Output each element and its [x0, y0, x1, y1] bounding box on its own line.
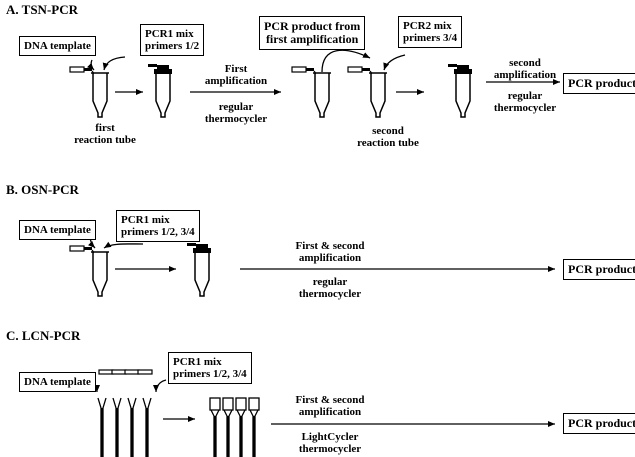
- mix-arrow-a: [102, 56, 126, 71]
- osn-reaction-tube: [69, 245, 110, 297]
- first-second-amplification-label-b: First & second amplification: [285, 240, 375, 264]
- second-amp-line2: amplification: [493, 69, 557, 81]
- second-reaction-tube: [347, 66, 388, 118]
- first-tube-line2: reaction tube: [74, 134, 136, 146]
- pcr1-mix-label-c: PCR1 mix: [173, 356, 222, 368]
- regular-thermocycler-label-b: regular thermocycler: [285, 276, 375, 300]
- lightcycler-thermocycler-label: LightCycler thermocycler: [285, 431, 375, 455]
- regular-thermocycler-label-a2: regular thermocycler: [490, 90, 560, 114]
- osn-closed-tube: [186, 242, 212, 297]
- pcr1-primers-label: primers 1/2: [145, 40, 200, 52]
- pcr1-primers-label-c: primers 1/2, 3/4: [173, 368, 247, 380]
- second-amplification-label: second amplification: [490, 57, 560, 81]
- first-amp-line1: First: [224, 63, 248, 75]
- section-b-heading: B. OSN-PCR: [6, 182, 79, 197]
- product-from-first-box: PCR product from first amplification: [259, 16, 366, 50]
- pcr-product-box-b: PCR product: [563, 259, 635, 280]
- pcr1-mix-box-a: PCR1 mix primers 1/2: [140, 24, 205, 56]
- dna-template-box-c: DNA template: [19, 372, 96, 392]
- product-transfer-arrow: [321, 49, 371, 73]
- regular2-line1: regular: [507, 90, 543, 102]
- pcr2-mix-label: PCR2 mix: [403, 20, 452, 32]
- amp-b-line1: First & second: [295, 240, 365, 252]
- dna-template-box-b: DNA template: [19, 220, 96, 240]
- regular2-line2: thermocycler: [493, 102, 557, 114]
- first-closed-tube: [147, 63, 173, 118]
- pcr1-mix-label-b: PCR1 mix: [121, 214, 170, 226]
- pcr1-mix-label: PCR1 mix: [145, 28, 194, 40]
- regular-b-line1: regular: [312, 276, 348, 288]
- template-arrow-a: [86, 59, 95, 71]
- amp-c-line1: First & second: [295, 394, 365, 406]
- first-reaction-tube-label: first reaction tube: [70, 122, 140, 146]
- regular-thermocycler-label-a1: regular thermocycler: [196, 101, 276, 125]
- pcr1-mix-box-c: PCR1 mix primers 1/2, 3/4: [168, 352, 252, 384]
- pcr2-mix-box: PCR2 mix primers 3/4: [398, 16, 463, 48]
- second-tube-line1: second: [372, 125, 404, 137]
- pcr2-primers-label: primers 3/4: [403, 32, 458, 44]
- section-c-heading: C. LCN-PCR: [6, 328, 81, 343]
- amp-c-line2: amplification: [298, 406, 362, 418]
- first-tube-line1: first: [95, 122, 115, 134]
- closed-capillaries: [209, 397, 260, 457]
- first-second-amplification-label-c: First & second amplification: [285, 394, 375, 418]
- pcr-product-box-a: PCR product: [563, 73, 635, 94]
- section-a-heading: A. TSN-PCR: [6, 2, 78, 17]
- capillary-caps-row: [98, 369, 153, 375]
- pcr1-primers-label-b: primers 1/2, 3/4: [121, 226, 195, 238]
- first-reaction-tube: [69, 66, 110, 118]
- first-amplification-label: First amplification: [196, 63, 276, 87]
- regular-b-line2: thermocycler: [298, 288, 362, 300]
- regular-line1: regular: [218, 101, 254, 113]
- product-from-line2: first amplification: [265, 32, 359, 46]
- mix-arrow-c: [153, 379, 167, 393]
- dna-template-box-a: DNA template: [19, 36, 96, 56]
- pcr1-mix-box-b: PCR1 mix primers 1/2, 3/4: [116, 210, 200, 242]
- second-reaction-tube-label: second reaction tube: [350, 125, 426, 149]
- pcr-product-box-c: PCR product: [563, 413, 635, 434]
- cycler-line2: thermocycler: [298, 443, 362, 455]
- second-tube-line2: reaction tube: [357, 137, 419, 149]
- mix2-arrow-a: [383, 54, 406, 71]
- second-closed-tube: [447, 63, 473, 118]
- amp-b-line2: amplification: [298, 252, 362, 264]
- mix-arrow-b: [103, 241, 144, 249]
- first-amp-line2: amplification: [204, 75, 268, 87]
- second-amp-line1: second: [509, 57, 541, 69]
- product-tube: [291, 66, 332, 118]
- cycler-line1: LightCycler: [301, 431, 359, 443]
- regular-line2: thermocycler: [204, 113, 268, 125]
- product-from-line1: PCR product from: [264, 19, 361, 33]
- open-capillaries: [97, 397, 152, 457]
